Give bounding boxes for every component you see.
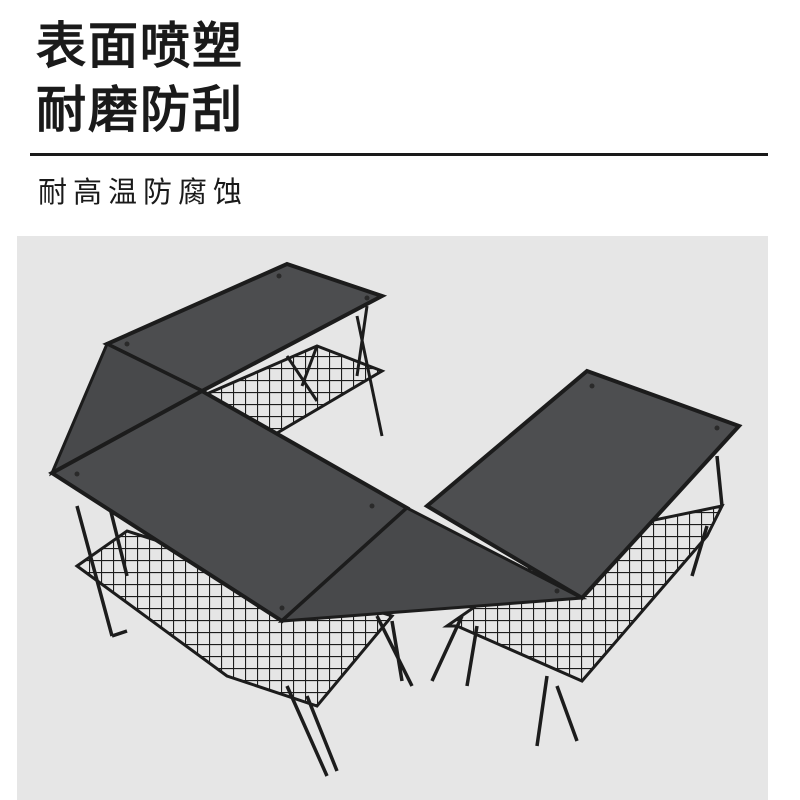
front-left-table [74,495,414,777]
folding-table-set-photo [17,236,768,800]
headline: 表面喷塑 耐磨防刮 [36,14,244,142]
tabletop-screw-holes [74,273,720,611]
headline-line-1: 表面喷塑 [36,17,244,75]
tabletops [48,261,743,624]
divider [30,153,768,156]
product-photo [17,236,768,800]
subheadline: 耐高温防腐蚀 [38,175,249,209]
headline-line-2: 耐磨防刮 [36,81,244,139]
